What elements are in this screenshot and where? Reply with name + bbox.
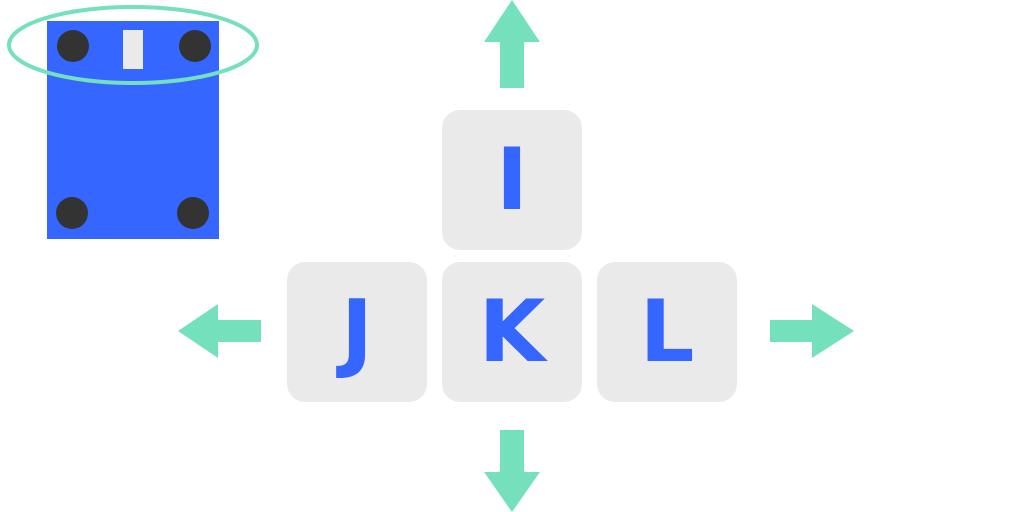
robot-wheel-front-right	[179, 30, 211, 62]
robot-wheel-rear-left	[56, 197, 88, 229]
robot-top-view-icon	[7, 5, 259, 239]
key-j[interactable]: J	[287, 262, 427, 402]
robot-wheel-front-left	[57, 30, 89, 62]
arrow-up-icon	[484, 0, 540, 88]
arrow-right-icon	[770, 304, 854, 358]
arrow-left-icon	[178, 304, 261, 358]
key-k[interactable]: K	[442, 262, 582, 402]
robot-front-highlight-ring	[7, 5, 259, 85]
key-l[interactable]: L	[597, 262, 737, 402]
arrow-down-icon	[484, 430, 540, 512]
key-i[interactable]: I	[442, 110, 582, 250]
robot-front-sensor	[123, 30, 143, 69]
robot-wheel-rear-right	[177, 197, 209, 229]
